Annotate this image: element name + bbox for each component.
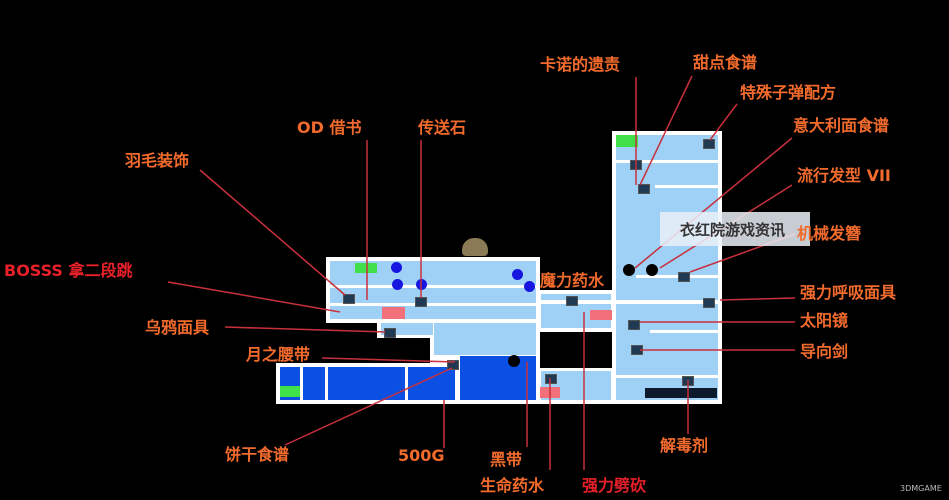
label-hairstyle: 流行发型 VII <box>797 166 891 185</box>
label-pasta-recipe: 意大利面食谱 <box>793 116 890 135</box>
label-500g: 500G <box>398 446 445 465</box>
label-cookie-recipe: 饼干食谱 <box>225 445 290 464</box>
label-antidote: 解毒剂 <box>660 436 709 455</box>
label-dessert-recipe: 甜点食谱 <box>693 53 758 72</box>
label-boss: BOSSS 拿二段跳 <box>4 261 133 280</box>
site-logo: 3DMGAME <box>900 484 942 493</box>
label-mana-potion: 魔力药水 <box>540 271 605 290</box>
label-life-potion: 生命药水 <box>480 476 545 495</box>
boss-sprite <box>462 238 488 256</box>
label-sunglasses: 太阳镜 <box>800 311 849 330</box>
label-hairpin: 机械发簪 <box>797 224 862 243</box>
label-black-belt: 黑带 <box>490 450 523 469</box>
label-od-book: OD 借书 <box>297 118 362 137</box>
watermark: 衣红院游戏资讯 <box>660 212 810 246</box>
label-guide-sword: 导向剑 <box>800 342 849 361</box>
label-crow-mask: 乌鸦面具 <box>145 318 210 337</box>
label-power-slash: 强力劈砍 <box>582 476 647 495</box>
label-special-bullet: 特殊子弹配方 <box>740 83 837 102</box>
label-moon-belt: 月之腰带 <box>246 345 311 364</box>
label-feather: 羽毛装饰 <box>125 151 190 170</box>
label-kano: 卡诺的遗责 <box>540 55 621 74</box>
label-breath-mask: 强力呼吸面具 <box>800 283 897 302</box>
label-warp-stone: 传送石 <box>418 118 467 137</box>
